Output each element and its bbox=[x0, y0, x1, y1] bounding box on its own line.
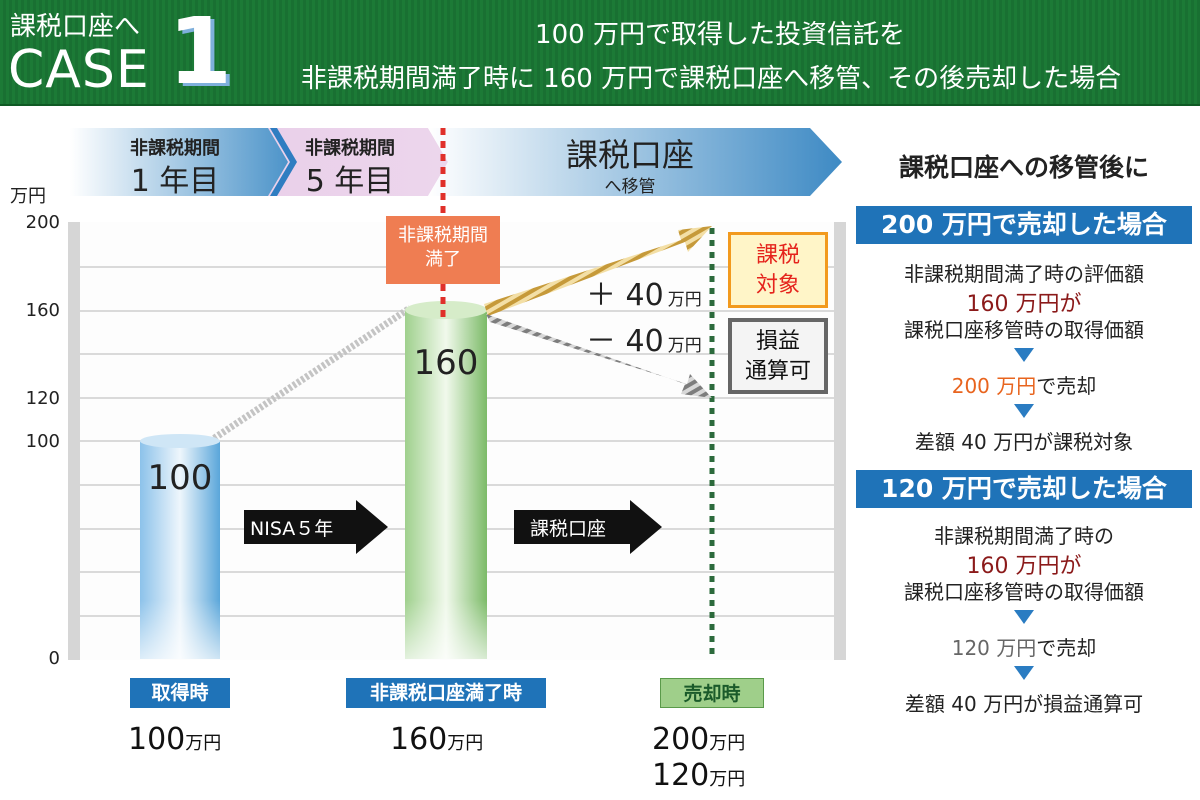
nisa-arrow-label: NISA５年 bbox=[250, 518, 334, 540]
period-3-line1: 課税口座 bbox=[565, 136, 694, 174]
case-b-arrow-down-icon bbox=[1014, 610, 1034, 624]
header-tag-line1: 課税口座へ bbox=[10, 12, 141, 42]
side-panel-title: 課税口座への移管後に bbox=[898, 153, 1149, 182]
taxable-arrow-label: 課税口座 bbox=[530, 518, 607, 540]
case-b-line4-value: 120 万円 bbox=[951, 636, 1037, 660]
case-a-line2: 160 万円が bbox=[966, 292, 1082, 317]
case-b-header: 120 万円で売却した場合 bbox=[856, 470, 1192, 508]
value-expiry: 160万円 bbox=[390, 722, 483, 757]
header-title-line2: 非課税期間満了時に 160 万円で課税口座へ移管、その後売却した場合 bbox=[300, 64, 1122, 94]
case-a-arrow-down-icon bbox=[1014, 348, 1034, 362]
value-sale-low-unit: 万円 bbox=[709, 769, 746, 790]
case-b-line4-rest: で売却 bbox=[1036, 636, 1097, 660]
bar-expiry-fade bbox=[405, 600, 487, 659]
case-a-line5: 差額 40 万円が課税対象 bbox=[914, 430, 1134, 454]
case-a-line4: 200 万円で売却 bbox=[856, 370, 1192, 399]
case-b-arrow-down-icon-2 bbox=[1014, 666, 1034, 680]
case-number: 1 bbox=[168, 0, 233, 105]
period-1-line2: 1 年目 bbox=[130, 164, 220, 199]
y-tick-100: 100 bbox=[25, 431, 60, 452]
case-a-line1: 非課税期間満了時の評価額 bbox=[904, 262, 1144, 286]
expiry-badge-line1: 非課税期間 bbox=[398, 225, 488, 246]
case-b-line1: 非課税期間満了時の bbox=[934, 524, 1114, 548]
period-2-line2: 5 年目 bbox=[305, 164, 395, 199]
gain-arrow bbox=[484, 226, 712, 316]
case-a-arrow-down-icon-2 bbox=[1014, 404, 1034, 418]
y-axis-unit: 万円 bbox=[10, 186, 46, 207]
bar-expiry-top bbox=[405, 301, 487, 319]
value-sale-low-number: 120 bbox=[652, 758, 710, 793]
period-segment-1 bbox=[70, 128, 290, 196]
value-sale-low: 120万円 bbox=[652, 758, 745, 793]
header-banner bbox=[0, 0, 1200, 104]
case-a-line3: 課税口座移管時の取得価額 bbox=[904, 318, 1144, 342]
bar-expiry-label: 160 bbox=[413, 343, 479, 383]
value-sale-high-unit: 万円 bbox=[709, 733, 746, 754]
taxable-badge-line1: 課税 bbox=[755, 243, 800, 268]
bar-acquisition-label: 100 bbox=[147, 458, 213, 498]
case-b-line5: 差額 40 万円が損益通算可 bbox=[904, 692, 1144, 716]
case-b-line3: 課税口座移管時の取得価額 bbox=[904, 580, 1144, 604]
y-tick-0: 0 bbox=[48, 648, 60, 669]
connector-line bbox=[208, 305, 412, 444]
case-a-header: 200 万円で売却した場合 bbox=[856, 206, 1192, 244]
value-expiry-number: 160 bbox=[390, 722, 448, 757]
y-tick-120: 120 bbox=[25, 388, 60, 409]
offset-badge: 損益 通算可 bbox=[728, 318, 828, 394]
taxable-badge-line2: 対象 bbox=[755, 273, 800, 298]
offset-badge-line1: 損益 bbox=[755, 329, 800, 354]
taxable-arrow bbox=[514, 500, 662, 554]
period-segment-2 bbox=[268, 128, 448, 196]
bar-acquisition-top bbox=[140, 434, 220, 448]
y-tick-200: 200 bbox=[25, 212, 60, 233]
case-b-line2: 160 万円が bbox=[966, 554, 1082, 579]
period-segment-3 bbox=[428, 128, 842, 196]
taxable-badge: 課税 対象 bbox=[728, 232, 828, 308]
value-sale-high-number: 200 bbox=[652, 722, 710, 757]
loss-value: － 40 bbox=[586, 324, 664, 359]
expiry-badge-line2: 満了 bbox=[425, 249, 461, 270]
header-tag-case: CASE bbox=[8, 40, 150, 100]
bar-acquisition-fade bbox=[140, 600, 220, 659]
x-label-sale: 売却時 bbox=[660, 678, 764, 708]
offset-badge-line2: 通算可 bbox=[744, 359, 811, 384]
header-divider bbox=[0, 104, 1200, 106]
case-a-line4-value: 200 万円 bbox=[951, 374, 1037, 398]
x-label-expiry: 非課税口座満了時 bbox=[346, 678, 546, 708]
y-tick-160: 160 bbox=[25, 300, 60, 321]
period-1-line1: 非課税期間 bbox=[130, 138, 220, 159]
period-divider-1 bbox=[270, 128, 297, 196]
nisa-arrow bbox=[244, 500, 388, 554]
x-label-acquisition: 取得時 bbox=[130, 678, 230, 708]
gain-unit: 万円 bbox=[667, 290, 702, 310]
case-b-line4: 120 万円で売却 bbox=[856, 632, 1192, 661]
expiry-badge: 非課税期間 満了 bbox=[386, 216, 500, 284]
header-title-line1: 100 万円で取得した投資信託を bbox=[535, 20, 905, 50]
value-acquisition: 100万円 bbox=[128, 722, 221, 757]
value-acquisition-number: 100 bbox=[128, 722, 186, 757]
gain-value: ＋ 40 bbox=[586, 278, 664, 313]
period-2-line1: 非課税期間 bbox=[305, 138, 395, 159]
value-sale-high: 200万円 bbox=[652, 722, 745, 757]
case-a-line4-rest: で売却 bbox=[1036, 374, 1097, 398]
value-expiry-unit: 万円 bbox=[447, 733, 484, 754]
value-acquisition-unit: 万円 bbox=[185, 733, 222, 754]
loss-arrow bbox=[486, 314, 712, 398]
period-3-line2: へ移管 bbox=[604, 177, 656, 197]
loss-unit: 万円 bbox=[667, 336, 702, 356]
